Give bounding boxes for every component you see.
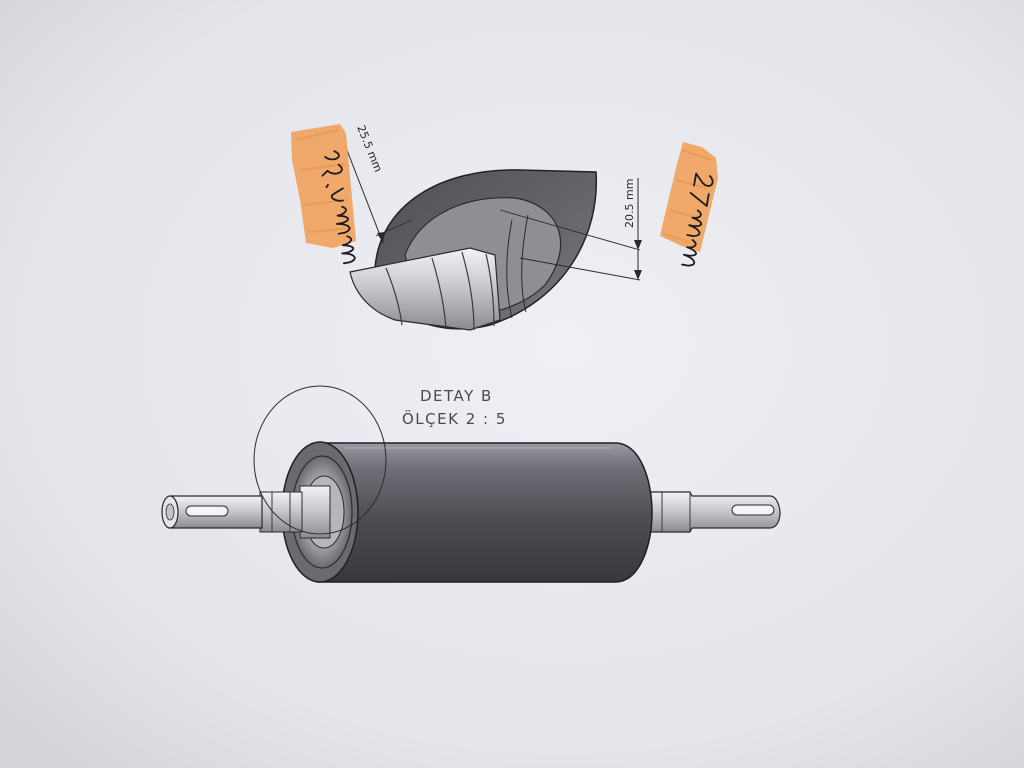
left-dimension-leader xyxy=(344,144,384,244)
left-shaft-step-2 xyxy=(259,491,303,533)
right-keyway xyxy=(731,504,775,516)
left-shaft-step-1 xyxy=(299,485,331,539)
roller-body xyxy=(317,442,653,583)
detail-b-view: 25.5 mm 20.5 mm xyxy=(291,123,718,331)
left-keyway xyxy=(185,505,229,517)
detail-title: DETAY B xyxy=(420,387,493,405)
detail-shaft xyxy=(349,247,501,331)
handwritten-note-right xyxy=(660,142,718,267)
right-dimension-label: 20.5 mm xyxy=(623,179,636,228)
detail-b-callout-circle xyxy=(253,385,387,535)
detail-scale: ÖLÇEK 2 : 5 xyxy=(402,409,507,428)
right-shaft xyxy=(639,491,781,533)
handwritten-note-left xyxy=(291,124,356,265)
roller-assembly xyxy=(161,385,781,583)
